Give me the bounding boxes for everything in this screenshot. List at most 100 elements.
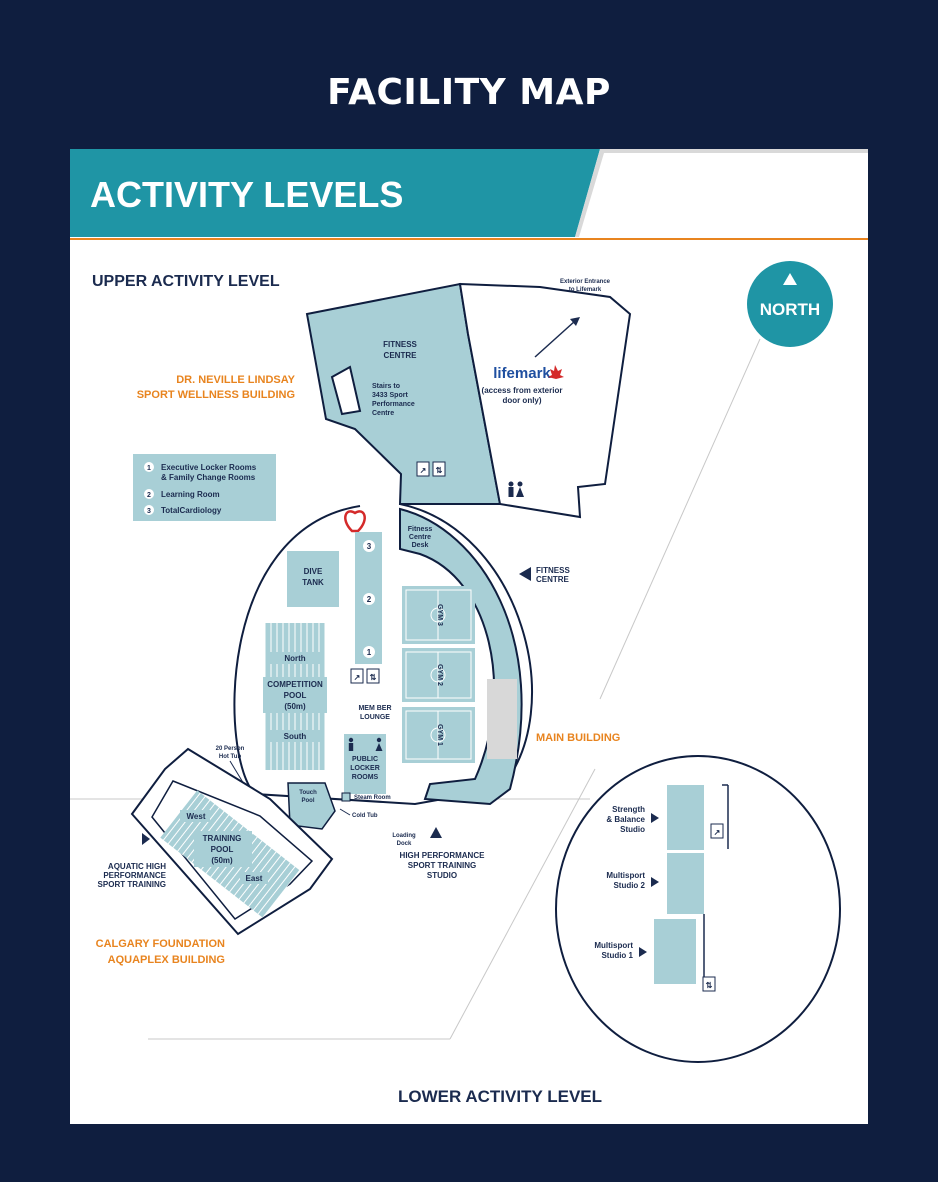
north-arrow-icon bbox=[783, 273, 797, 285]
main-building-outline bbox=[233, 503, 533, 806]
legend-item: 1 Executive Locker Rooms & Family Change… bbox=[144, 462, 257, 482]
aquatic-label: PERFORMANCE bbox=[103, 871, 166, 880]
connector-line bbox=[449, 768, 596, 1040]
fitness-desk-label: Desk bbox=[412, 542, 429, 549]
washroom-icon bbox=[348, 737, 383, 751]
gym-1: GYM 1 bbox=[402, 707, 475, 763]
corridor-marker: 1 bbox=[363, 646, 375, 658]
multisport-1-label: Multisport bbox=[594, 941, 633, 950]
gym-label: GYM 3 bbox=[436, 604, 443, 626]
legend-label: Learning Room bbox=[161, 490, 220, 499]
multisport-1-arrow-icon bbox=[639, 947, 647, 957]
entrance-arrow bbox=[534, 320, 576, 358]
strength-studio-label: Studio bbox=[620, 825, 645, 834]
label-backing bbox=[180, 810, 210, 822]
hot-tub-label: 20 Person bbox=[216, 746, 245, 752]
training-pool-label: TRAINING bbox=[203, 834, 242, 843]
label-backing bbox=[267, 730, 323, 742]
hpst-label: SPORT TRAINING bbox=[408, 861, 476, 870]
legend-label: TotalCardiology bbox=[161, 506, 222, 515]
gym-3: GYM 3 bbox=[402, 586, 475, 644]
gym-label: GYM 1 bbox=[436, 724, 443, 746]
touch-pool-label: Touch bbox=[299, 790, 317, 796]
connector-line bbox=[599, 338, 761, 700]
corridor-marker: 2 bbox=[363, 593, 375, 605]
label-backing bbox=[240, 872, 268, 884]
entrance-arrowhead-icon bbox=[570, 317, 580, 326]
aquatic-arrow-icon bbox=[142, 833, 150, 845]
compass-label: NORTH bbox=[760, 300, 820, 319]
aquatic-label: SPORT TRAINING bbox=[98, 880, 166, 889]
stairs-label: Centre bbox=[372, 410, 394, 417]
legend: 1 Executive Locker Rooms & Family Change… bbox=[133, 454, 276, 521]
map-panel: ACTIVITY LEVELS NORTH UPPER ACTIVITY LEV… bbox=[70, 149, 868, 1124]
fitness-centre-label: FITNESS bbox=[383, 340, 417, 349]
aquaplex-building-label: AQUAPLEX BUILDING bbox=[108, 954, 225, 966]
aquatic-label: AQUATIC HIGH bbox=[108, 862, 166, 871]
strength-studio-label: & Balance bbox=[606, 815, 645, 824]
competition-pool-label: POOL bbox=[284, 691, 307, 700]
exterior-entrance-label: Exterior Entrance bbox=[560, 279, 611, 285]
steam-room-label: Steam Room bbox=[354, 795, 391, 801]
gym-2: GYM 2 bbox=[402, 648, 475, 702]
corridor-number: 3 bbox=[367, 542, 372, 551]
member-lounge-label: MEM BER bbox=[358, 705, 391, 712]
lifemark-note: door only) bbox=[502, 396, 541, 405]
pointer-line bbox=[339, 808, 351, 816]
training-pool-label: (50m) bbox=[211, 856, 233, 865]
lower-level-outline bbox=[555, 755, 841, 1063]
banner-title: ACTIVITY LEVELS bbox=[90, 174, 403, 215]
legend-label: Executive Locker Rooms bbox=[161, 463, 257, 472]
multisport-2-label: Multisport bbox=[606, 871, 645, 880]
dive-tank-label: DIVE bbox=[304, 567, 323, 576]
steam-room bbox=[341, 792, 351, 802]
strength-studio bbox=[667, 785, 704, 850]
hpst-label: HIGH PERFORMANCE bbox=[400, 851, 486, 860]
fitness-desk-label: Centre bbox=[409, 534, 431, 541]
multisport-2-arrow-icon bbox=[651, 877, 659, 887]
stairs-elevator-icon: ↗ ⇅ bbox=[416, 461, 446, 477]
banner-shadow bbox=[575, 149, 868, 237]
competition-pool-label: COMPETITION bbox=[267, 680, 323, 689]
corridor-number: 2 bbox=[367, 595, 372, 604]
legend-number: 3 bbox=[147, 508, 151, 515]
stairs-label: 3433 Sport bbox=[372, 392, 408, 399]
page-title: FACILITY MAP bbox=[327, 72, 611, 113]
lower-level-heading: LOWER ACTIVITY LEVEL bbox=[398, 1087, 602, 1106]
label-backing bbox=[263, 677, 327, 713]
svg-text:⇅: ⇅ bbox=[370, 673, 377, 682]
exterior-entrance-label: to Lifemark bbox=[569, 287, 602, 293]
elevator-icon: ⇅ bbox=[702, 976, 716, 992]
stairs-icon: ↗ bbox=[710, 823, 724, 839]
lifemark-note: (access from exterior bbox=[482, 386, 563, 395]
lifemark-logo: lifemark bbox=[493, 365, 551, 382]
banner bbox=[70, 149, 600, 237]
member-lounge-label: LOUNGE bbox=[360, 714, 390, 721]
pool-end-label: West bbox=[187, 812, 206, 821]
competition-pool-label: (50m) bbox=[284, 702, 306, 711]
svg-text:⇅: ⇅ bbox=[706, 981, 713, 990]
multisport-1-label: Studio 1 bbox=[601, 951, 633, 960]
corridor-grey-section bbox=[487, 679, 517, 759]
main-building-label: MAIN BUILDING bbox=[536, 732, 620, 744]
lifemark-room bbox=[458, 282, 632, 519]
legend-item: 2 Learning Room bbox=[144, 489, 220, 499]
public-locker-label: LOCKER bbox=[350, 765, 380, 772]
fitness-arrow-label: FITNESS bbox=[536, 566, 570, 575]
public-locker-label: PUBLIC bbox=[352, 756, 378, 763]
upper-level-heading: UPPER ACTIVITY LEVEL bbox=[92, 273, 280, 290]
loading-dock-label: Loading bbox=[392, 833, 416, 839]
facility-map: ACTIVITY LEVELS NORTH UPPER ACTIVITY LEV… bbox=[70, 149, 868, 1106]
svg-text:↗: ↗ bbox=[714, 828, 721, 837]
compass bbox=[747, 261, 833, 347]
fitness-centre-label: CENTRE bbox=[384, 351, 418, 360]
wellness-building-label: DR. NEVILLE LINDSAY bbox=[176, 374, 295, 386]
gym-label: GYM 2 bbox=[436, 664, 443, 686]
training-pool-label: POOL bbox=[211, 845, 234, 854]
legend-number: 2 bbox=[147, 492, 151, 499]
svg-text:↗: ↗ bbox=[354, 673, 361, 682]
legend-number: 1 bbox=[147, 465, 151, 472]
loading-dock-label: Dock bbox=[397, 841, 412, 847]
dive-tank bbox=[287, 551, 339, 607]
label-backing bbox=[267, 652, 323, 664]
